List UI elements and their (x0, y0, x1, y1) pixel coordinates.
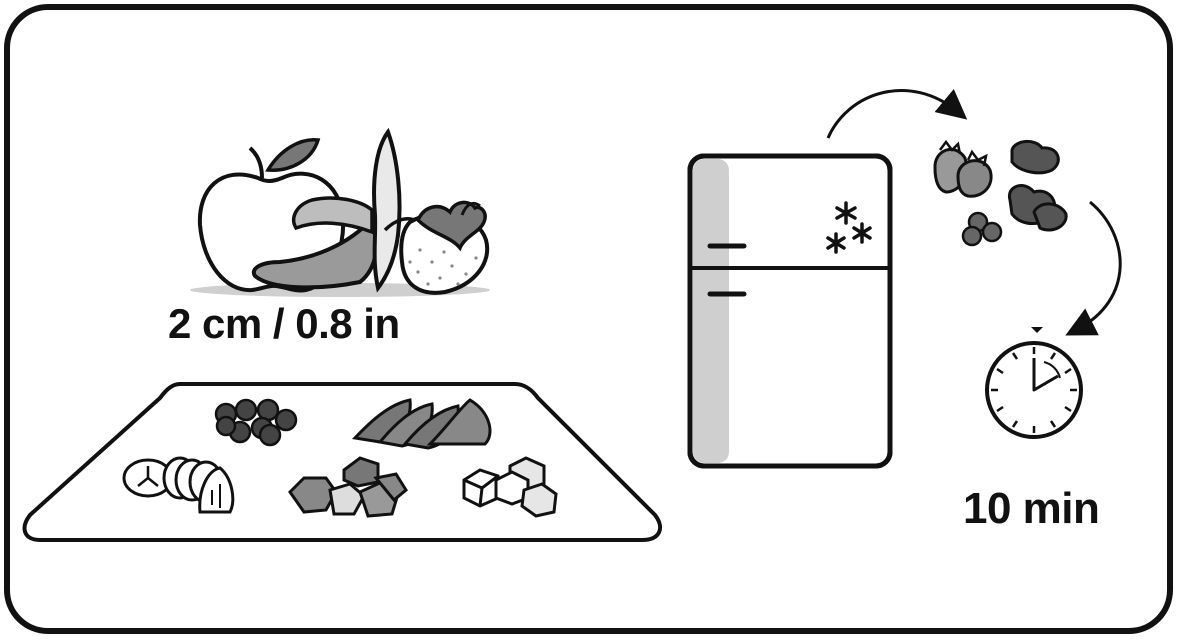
frozen-blueberries-icon (963, 213, 1001, 245)
arrow-to-frozen-icon (828, 91, 958, 138)
whole-fruit-group (190, 132, 490, 297)
cut-size-label: 2 cm / 0.8 in (168, 300, 400, 348)
stopwatch-icon (987, 327, 1081, 437)
arrow-to-timer-icon (1076, 202, 1120, 330)
refrigerator-freezer-icon (690, 156, 890, 466)
strawberry-icon (401, 202, 487, 292)
frozen-blackberries-icon (1009, 141, 1066, 230)
cutting-board (25, 384, 661, 540)
freeze-time-label: 10 min (963, 484, 1099, 534)
frozen-strawberries-icon (935, 142, 991, 196)
